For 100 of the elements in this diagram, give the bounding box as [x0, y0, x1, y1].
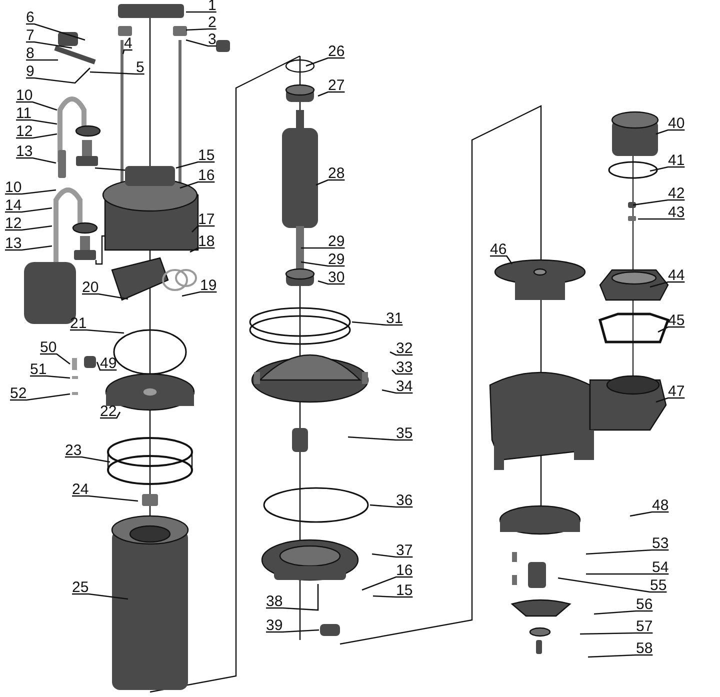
- leader-line: [370, 504, 413, 508]
- callout-number: 55: [650, 580, 667, 592]
- callout-number: 6: [26, 12, 34, 24]
- callout-number: 25: [72, 582, 89, 594]
- leader-line: [650, 166, 685, 172]
- callout-number: 50: [40, 342, 57, 354]
- callout-number: 44: [668, 270, 685, 282]
- callout-number: 13: [5, 238, 22, 250]
- callout-number: 31: [386, 313, 403, 325]
- callout-number: 3: [208, 34, 216, 46]
- leader-line: [352, 321, 403, 326]
- leader-line: [300, 261, 345, 267]
- leader-line: [122, 49, 132, 54]
- callout-number: 47: [668, 386, 685, 398]
- callout-number: 20: [82, 282, 99, 294]
- leader-line: [586, 549, 669, 555]
- callout-number: 56: [636, 599, 653, 611]
- leader-line: [16, 157, 56, 164]
- callout-number: 10: [16, 90, 33, 102]
- callout-number: 17: [198, 214, 215, 226]
- callout-number: 15: [396, 585, 413, 597]
- leader-line: [10, 393, 70, 401]
- leader-line: [16, 133, 58, 139]
- callout-number: 16: [198, 170, 215, 182]
- leader-line: [630, 511, 669, 517]
- callout-number: 8: [26, 48, 34, 60]
- callout-number: 4: [124, 38, 132, 50]
- leader-line: [16, 119, 58, 125]
- callout-number: 33: [396, 362, 413, 374]
- leader-line: [26, 23, 86, 41]
- callout-number: 13: [16, 146, 33, 158]
- callout-number: 35: [396, 428, 413, 440]
- callout-number: 57: [636, 621, 653, 633]
- leader-line: [16, 101, 58, 111]
- callout-number: 27: [328, 80, 345, 92]
- callout-number: 5: [136, 62, 144, 74]
- leader-line: [5, 245, 52, 251]
- leader-line: [5, 207, 52, 213]
- callout-number: 1: [208, 0, 216, 12]
- leader-line: [186, 28, 216, 31]
- leader-line: [348, 436, 413, 441]
- callout-number: 7: [26, 30, 34, 42]
- leader-line: [70, 329, 124, 334]
- callout-number: 29: [328, 254, 345, 266]
- leader-line: [192, 225, 215, 232]
- leader-line: [190, 247, 215, 253]
- leader-line: [318, 280, 345, 285]
- leader-line: [586, 573, 669, 575]
- leader-line: [656, 129, 685, 135]
- callout-number: 39: [266, 620, 283, 632]
- callout-number: 9: [26, 66, 34, 78]
- leader-line: [306, 57, 345, 67]
- callout-number: 19: [200, 280, 217, 292]
- callout-number: 45: [668, 315, 685, 327]
- leader-line: [558, 577, 667, 593]
- leader-line: [180, 181, 215, 189]
- callout-number: 2: [208, 17, 216, 29]
- callout-number: 16: [396, 565, 413, 577]
- callout-number: 54: [652, 562, 669, 574]
- callout-number: 15: [198, 150, 215, 162]
- callout-number: 11: [16, 108, 32, 120]
- leader-line: [372, 553, 413, 558]
- callout-number: 32: [396, 343, 413, 355]
- callout-number: 28: [328, 168, 345, 180]
- leader-line: [186, 39, 216, 47]
- leader-line: [392, 370, 413, 375]
- callout-number: 24: [72, 484, 89, 496]
- leader-line: [382, 389, 413, 394]
- callout-number: 43: [668, 207, 685, 219]
- leader-line: [5, 189, 56, 195]
- callout-number: 12: [5, 218, 22, 230]
- leader-line: [176, 161, 215, 169]
- callout-number: 10: [5, 182, 22, 194]
- leader-line: [186, 11, 216, 13]
- leader-line: [65, 456, 110, 463]
- leader-line: [182, 291, 217, 297]
- callout-number: 29: [328, 236, 345, 248]
- leader-line: [90, 71, 144, 75]
- leader-line: [96, 362, 117, 371]
- leader-line: [650, 281, 685, 288]
- leader-line: [638, 218, 685, 220]
- callout-number: 53: [652, 538, 669, 550]
- leader-line: [266, 629, 320, 633]
- leader-line: [594, 610, 653, 615]
- callout-number: 38: [266, 596, 283, 608]
- callout-number: 36: [396, 495, 413, 507]
- leader-line: [266, 584, 319, 611]
- leader-line: [301, 247, 345, 249]
- callout-number: 23: [65, 445, 82, 457]
- leader-line: [658, 326, 685, 333]
- leader-line: [26, 59, 58, 61]
- callout-number: 21: [70, 318, 87, 330]
- callout-number: 52: [10, 388, 27, 400]
- leader-line: [372, 595, 413, 598]
- leader-line: [72, 495, 138, 502]
- callout-number: 30: [328, 272, 345, 284]
- leader-line: [580, 632, 653, 635]
- callout-number: 22: [100, 406, 117, 418]
- callout-number: 51: [30, 364, 47, 376]
- leader-line: [316, 179, 345, 186]
